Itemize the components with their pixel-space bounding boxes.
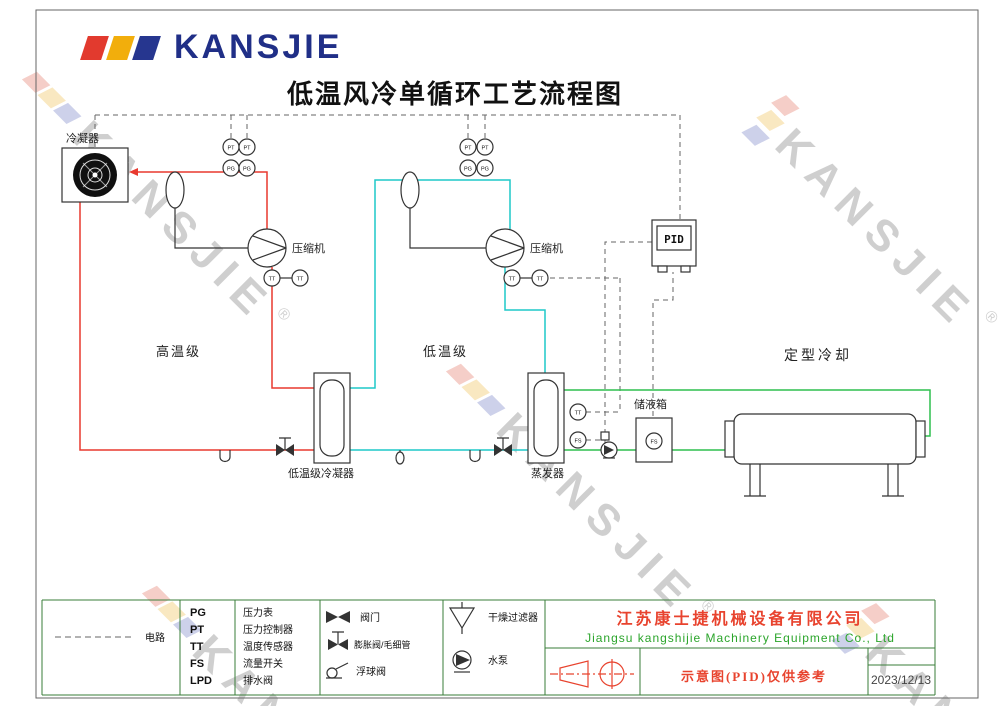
- circuit-label: 电路: [145, 631, 165, 644]
- float-valve: [395, 450, 405, 465]
- drawing-title: 低温风冷单循环工艺流程图: [286, 80, 623, 109]
- tt-sensor: TT: [575, 411, 582, 417]
- sheet-border: [35, 9, 979, 699]
- connector-lines: [174, 172, 532, 279]
- drain-symbol: [219, 450, 231, 463]
- low-temp-refrigerant-lines: [350, 179, 546, 451]
- legend-valve-symbols: 阀门 膨胀阀/毛细管 浮球阀: [326, 611, 411, 679]
- condenser-label: 冷凝器: [66, 131, 99, 145]
- legend-abbr: PT: [190, 624, 204, 636]
- legend-abbreviations: PG 压力表 PT 压力控制器 TT 温度传感器 FS 流量开关 LPD 排水阀: [190, 606, 293, 687]
- sensor-cluster-2: PT PT PG PG TT TT: [459, 138, 549, 287]
- float-valve-label: 浮球阀: [356, 665, 386, 678]
- pump-label: 水泵: [488, 655, 508, 667]
- compressor-2-label: 压缩机: [530, 241, 563, 255]
- legend-grid: [41, 599, 936, 696]
- tt-sensor: TT: [297, 277, 304, 283]
- legend-abbr: TT: [190, 641, 204, 653]
- projection-symbol-icon: [550, 659, 634, 689]
- legend-abbr: PG: [190, 607, 206, 619]
- valve-label: 阀门: [360, 611, 380, 624]
- compressor-1-label: 压缩机: [292, 241, 325, 255]
- legend-equipment-symbols: 干燥过滤器 水泵: [448, 602, 538, 673]
- legend-label: 压力控制器: [243, 623, 293, 636]
- logo-red-block-icon: [80, 35, 109, 60]
- accumulator-2: [400, 171, 420, 209]
- legend-label: 流量开关: [243, 657, 283, 670]
- tank-sensor-label: FS: [650, 440, 657, 446]
- pt-sensor: PT: [464, 146, 472, 152]
- legend-abbr: FS: [190, 658, 204, 670]
- receiver-tank: FS 储液箱: [634, 397, 673, 463]
- pt-sensor: PT: [243, 146, 251, 152]
- legend-label: 排水阀: [243, 674, 273, 687]
- tt-sensor: TT: [537, 277, 544, 283]
- signal-junction: [600, 431, 610, 441]
- receiver-tank-label: 储液箱: [634, 397, 667, 411]
- pid-controller: PID: [651, 219, 697, 273]
- flow-arrow-icon: [129, 168, 138, 176]
- fs-sensor: FS: [574, 439, 581, 445]
- legend-circuit: 电路: [55, 631, 165, 644]
- high-temp-refrigerant-lines: [79, 168, 314, 451]
- accumulator-1: [165, 171, 185, 209]
- evaporator-label: 蒸发器: [531, 466, 564, 480]
- high-stage-label: 高温级: [156, 344, 201, 359]
- pg-gauge: PG: [464, 167, 472, 173]
- legend-label: 温度传感器: [243, 640, 293, 653]
- drawing-date: 2023/12/13: [871, 673, 931, 687]
- legend-abbr: LPD: [190, 675, 212, 687]
- pid-label: PID: [664, 233, 684, 246]
- pt-sensor: PT: [227, 146, 235, 152]
- condenser: 冷凝器: [61, 131, 129, 203]
- tt-sensor: TT: [269, 277, 276, 283]
- compressor-1: 压缩机: [247, 228, 325, 268]
- expansion-valve-label: 膨胀阀/毛细管: [354, 639, 411, 650]
- compressor-2: 压缩机: [485, 228, 563, 268]
- drain-symbol: [469, 450, 481, 463]
- tt-sensor: TT: [509, 277, 516, 283]
- company-name-cn: 江苏康士捷机械设备有限公司: [616, 609, 863, 628]
- logo-blue-block-icon: [132, 35, 161, 60]
- reference-note: 示意图(PID)仅供参考: [681, 669, 827, 684]
- cooling-stage-label: 定型冷却: [784, 347, 852, 363]
- pg-gauge: PG: [227, 167, 235, 173]
- kansjie-logo: KANSJIE: [80, 28, 343, 67]
- cascade-condenser-label: 低温级冷凝器: [288, 466, 354, 480]
- sensor-cluster-1: PT PT PG PG TT TT: [222, 138, 309, 287]
- water-pump: [600, 441, 618, 459]
- title-block: 江苏康士捷机械设备有限公司 Jiangsu kangshijie Machine…: [550, 609, 931, 689]
- evaporator: 蒸发器: [527, 372, 565, 480]
- pg-gauge: PG: [243, 167, 251, 173]
- expansion-valve-1: [276, 437, 294, 456]
- electrical-signal-lines: [94, 114, 681, 446]
- logo-text: KANSJIE: [174, 28, 343, 66]
- filter-label: 干燥过滤器: [488, 611, 538, 624]
- low-stage-label: 低温级: [423, 344, 468, 359]
- company-name-en: Jiangsu kangshijie Machinery Equipment C…: [585, 631, 895, 645]
- expansion-valve-2: [494, 437, 512, 456]
- pt-sensor: PT: [481, 146, 489, 152]
- cascade-condenser: 低温级冷凝器: [288, 372, 354, 480]
- legend-label: 压力表: [243, 606, 273, 619]
- logo-yellow-block-icon: [106, 35, 135, 60]
- pg-gauge: PG: [481, 167, 489, 173]
- sensor-cluster-3: TT FS: [569, 403, 587, 449]
- cooling-tank: [724, 413, 926, 497]
